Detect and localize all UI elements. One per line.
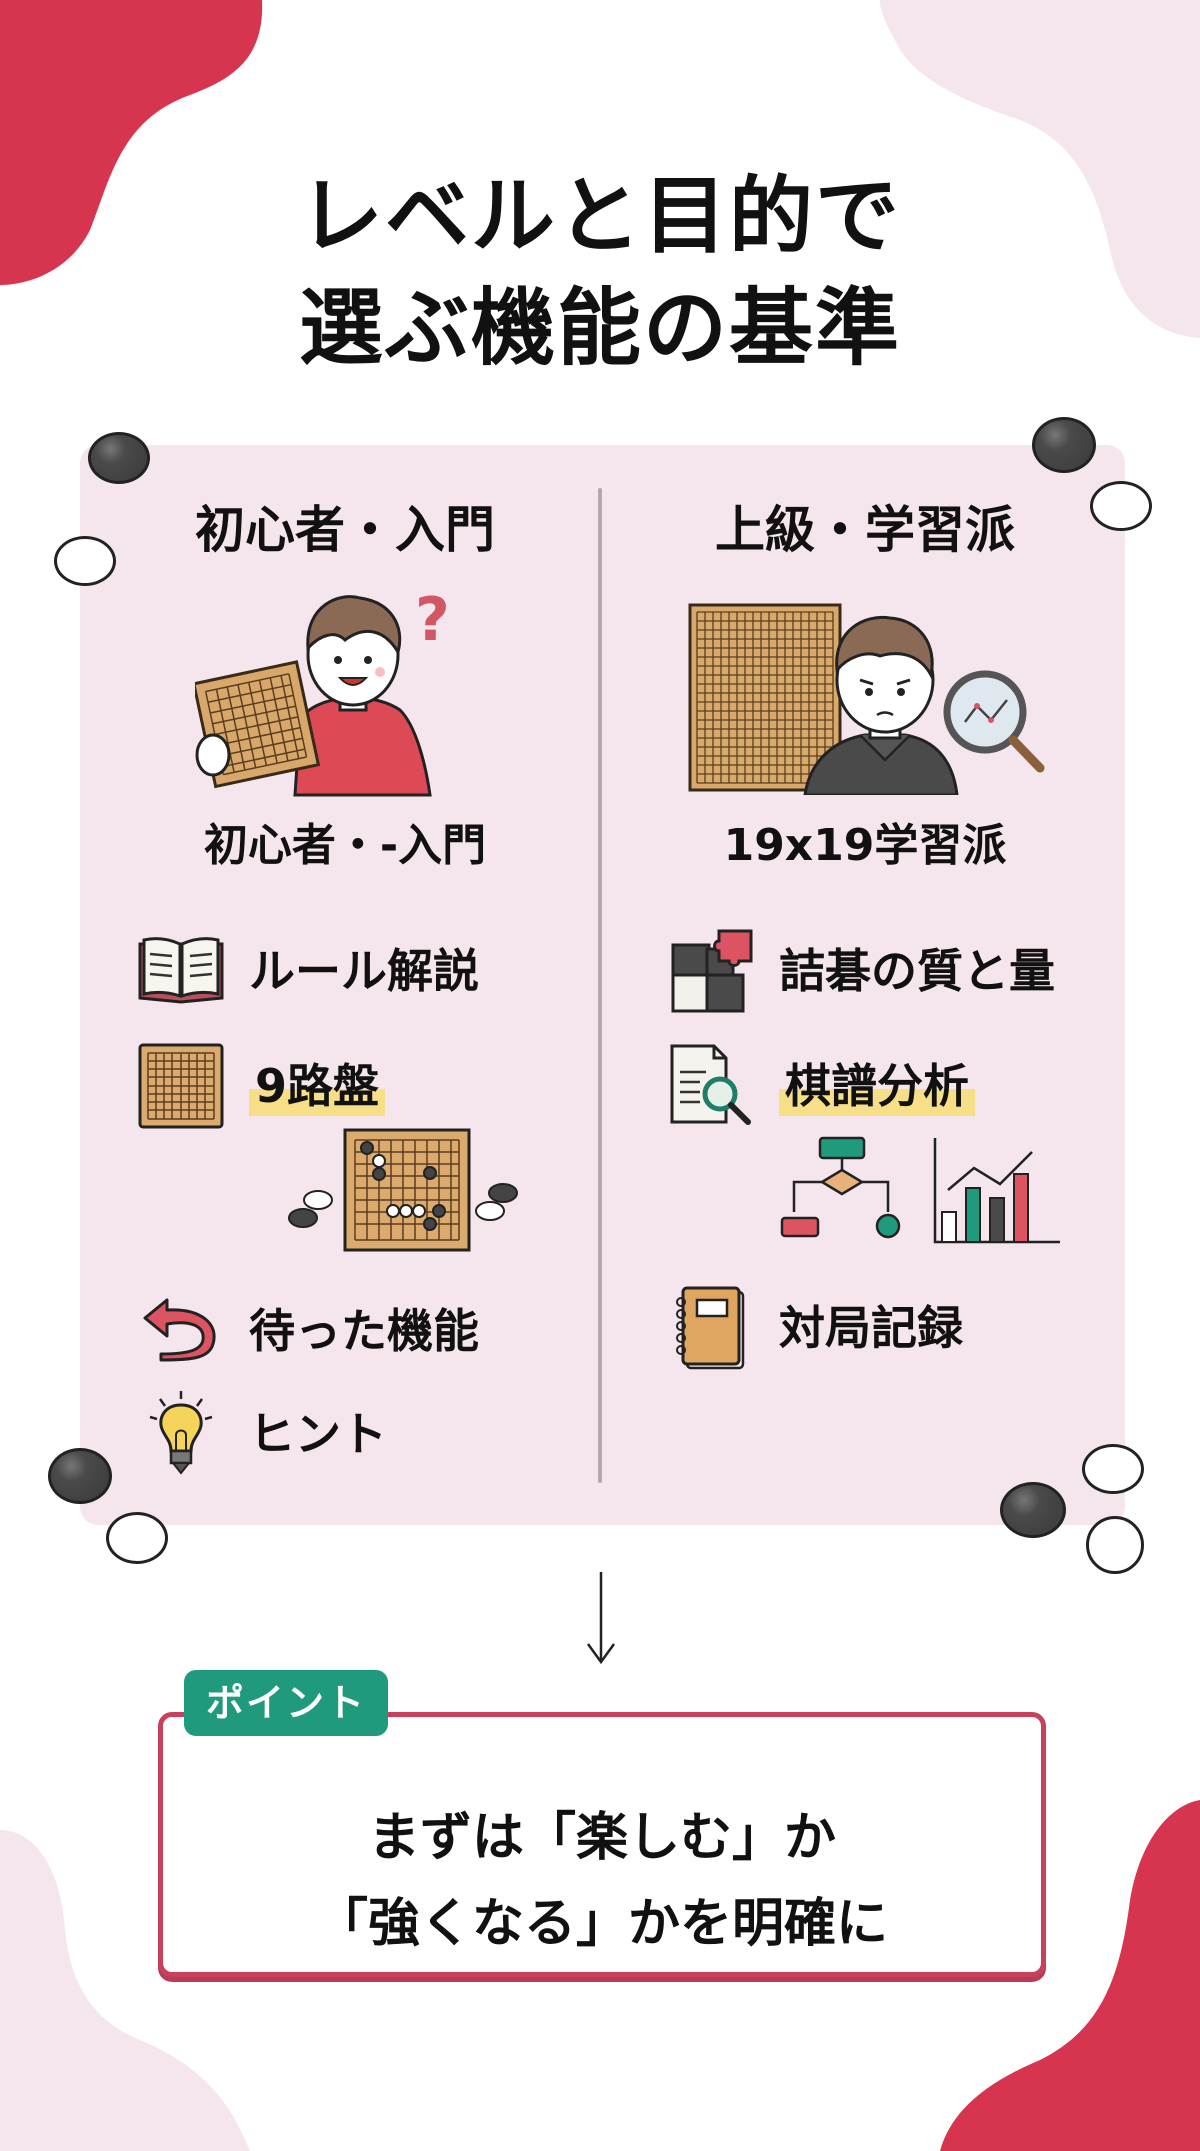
svg-text:?: ? — [415, 585, 450, 655]
feature-label: 詰碁の質と量 — [779, 944, 1055, 998]
analysis-charts-illustration — [780, 1136, 1060, 1244]
comparison-panel — [80, 445, 1125, 1525]
go-board-with-stones-illustration — [288, 1128, 518, 1252]
feature-label: 待った機能 — [249, 1304, 479, 1358]
document-search-icon — [665, 1040, 757, 1132]
black-stone-icon — [1032, 417, 1096, 473]
point-line-1: まずは「楽しむ」か — [367, 1808, 836, 1868]
point-message: まずは「楽しむ」か 「強くなる」かを明確に — [158, 1795, 1046, 1967]
bottom-right-red-blob — [940, 1800, 1200, 2151]
feature-label: 棋譜分析 — [779, 1056, 975, 1116]
feature-rule-explanation: ルール解説 — [135, 925, 479, 1017]
feature-9x9-board: 9路盤 — [135, 1040, 386, 1132]
black-stone-icon — [1000, 1482, 1066, 1538]
lightbulb-icon — [135, 1388, 227, 1480]
feature-game-analysis: 棋譜分析 — [665, 1040, 975, 1132]
feature-game-record: 対局記録 — [665, 1282, 963, 1374]
white-stone-icon — [106, 1512, 168, 1564]
white-stone-icon — [54, 536, 116, 586]
9x9-board-icon — [135, 1040, 227, 1132]
beginner-illustration: ? — [195, 585, 450, 797]
feature-label: 対局記録 — [779, 1301, 963, 1355]
point-line-2: 「強くなる」かを明確に — [315, 1894, 888, 1954]
feature-label: 9路盤 — [249, 1056, 386, 1116]
advanced-subheading: 19x19学習派 — [723, 820, 1007, 871]
point-badge: ポイント — [184, 1670, 389, 1736]
feature-tsumego: 詰碁の質と量 — [665, 925, 1055, 1017]
feature-label: ルール解説 — [249, 944, 479, 998]
undo-arrow-icon — [135, 1285, 227, 1377]
point-callout-box — [158, 1712, 1046, 1977]
black-stone-icon — [48, 1448, 112, 1504]
notebook-icon — [665, 1282, 757, 1374]
advanced-illustration — [688, 603, 1045, 795]
feature-hint: ヒント — [135, 1388, 387, 1480]
beginner-heading: 初心者・入門 — [195, 501, 495, 559]
advanced-heading: 上級・学習派 — [715, 501, 1015, 559]
down-arrow-icon — [586, 1572, 616, 1665]
top-right-pink-blob — [880, 0, 1200, 338]
top-left-red-blob — [0, 0, 263, 285]
page-title: レベルと目的で 選ぶ機能の基準 — [0, 160, 1200, 384]
white-stone-icon — [1090, 481, 1152, 531]
title-line-1: レベルと目的で — [298, 167, 901, 265]
title-line-2: 選ぶ機能の基準 — [298, 279, 901, 377]
book-icon — [135, 925, 227, 1017]
feature-undo: 待った機能 — [135, 1285, 479, 1377]
beginner-subheading: 初心者・-入門 — [203, 820, 487, 871]
black-stone-icon — [88, 432, 150, 484]
white-stone-icon — [1086, 1516, 1144, 1574]
bottom-left-pink-blob — [0, 1830, 250, 2151]
puzzle-icon — [665, 925, 757, 1017]
column-divider — [598, 488, 602, 1483]
white-stone-icon — [1082, 1444, 1144, 1494]
feature-label: ヒント — [249, 1407, 387, 1461]
